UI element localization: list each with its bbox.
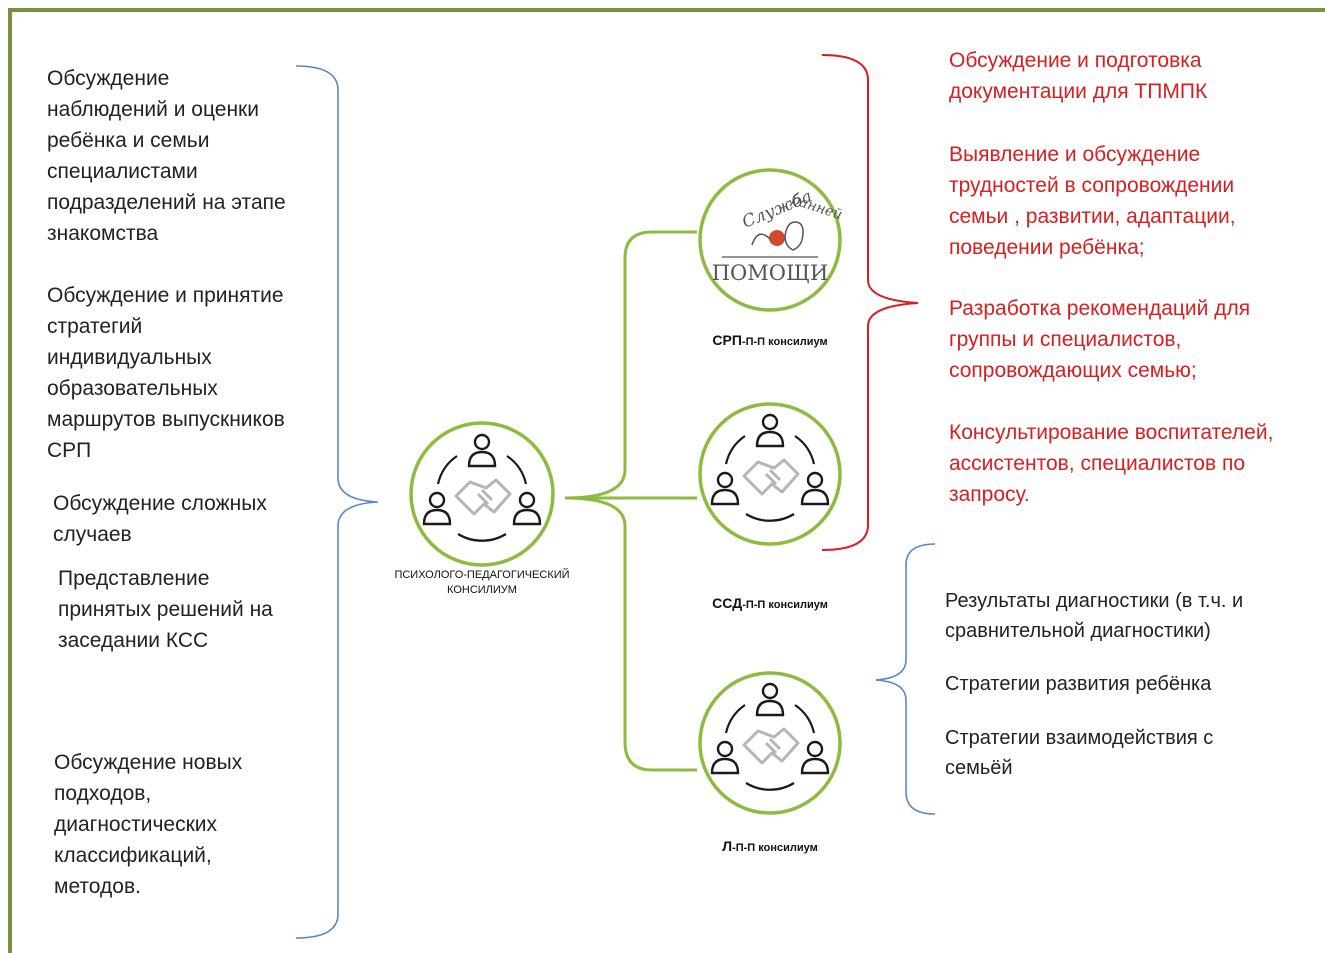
frame-left-border [8, 8, 12, 953]
ssd-caption: ССД-П-П консилиум [690, 583, 850, 611]
left-item-1: Обсуждение наблюдений и оценки ребёнка и… [47, 67, 286, 245]
srp-caption-bold: СРП [712, 332, 742, 348]
right-item-2: Стратегии развития ребёнка [945, 673, 1212, 695]
red-item-4: Консультирование воспитателей, ассистент… [949, 421, 1274, 506]
right-brace [875, 543, 936, 815]
ssd-caption-bold: ССД [712, 595, 743, 611]
l-caption-small: -П-П консилиум [732, 842, 818, 854]
srp-caption: СРП-П-П консилиум [690, 320, 850, 348]
left-item-3: Обсуждение сложных случаев [53, 492, 267, 546]
l-caption: Л-П-П консилиум [690, 826, 850, 854]
frame-top-border [8, 8, 1325, 12]
red-item-3: Разработка рекомендаций для группы и спе… [949, 297, 1251, 382]
srp-logo-node: Служба ранней ПОМОЩИ [698, 168, 844, 312]
red-brace [821, 54, 919, 551]
right-item-1: Результаты диагностики (в т.ч. и сравнит… [945, 590, 1244, 642]
center-consilium-icon [409, 421, 555, 567]
red-item-1: Обсуждение и подготовка документации для… [949, 49, 1208, 103]
l-caption-bold: Л [722, 838, 733, 854]
left-brace [295, 65, 379, 939]
left-item-5: Обсуждение новых подходов, диагностическ… [54, 751, 243, 898]
right-item-3: Стратегии взаимодействия с семьёй [945, 727, 1214, 779]
logo-ball [769, 230, 785, 246]
logo-word: ПОМОЩИ [712, 261, 829, 285]
ssd-caption-small: -П-П консилиум [742, 599, 828, 611]
center-caption: ПСИХОЛОГО-ПЕДАГОГИЧЕСКИЙ КОНСИЛИУМ [394, 569, 570, 596]
srp-caption-small: -П-П консилиум [741, 336, 828, 348]
left-item-4: Представление принятых решений на заседа… [58, 567, 273, 652]
green-connectors [564, 230, 697, 772]
ssd-consilium-icon [698, 402, 842, 546]
left-item-2: Обсуждение и принятие стратегий индивиду… [47, 284, 285, 462]
l-consilium-icon [698, 671, 842, 815]
red-item-2: Выявление и обсуждение трудностей в сопр… [949, 143, 1236, 259]
